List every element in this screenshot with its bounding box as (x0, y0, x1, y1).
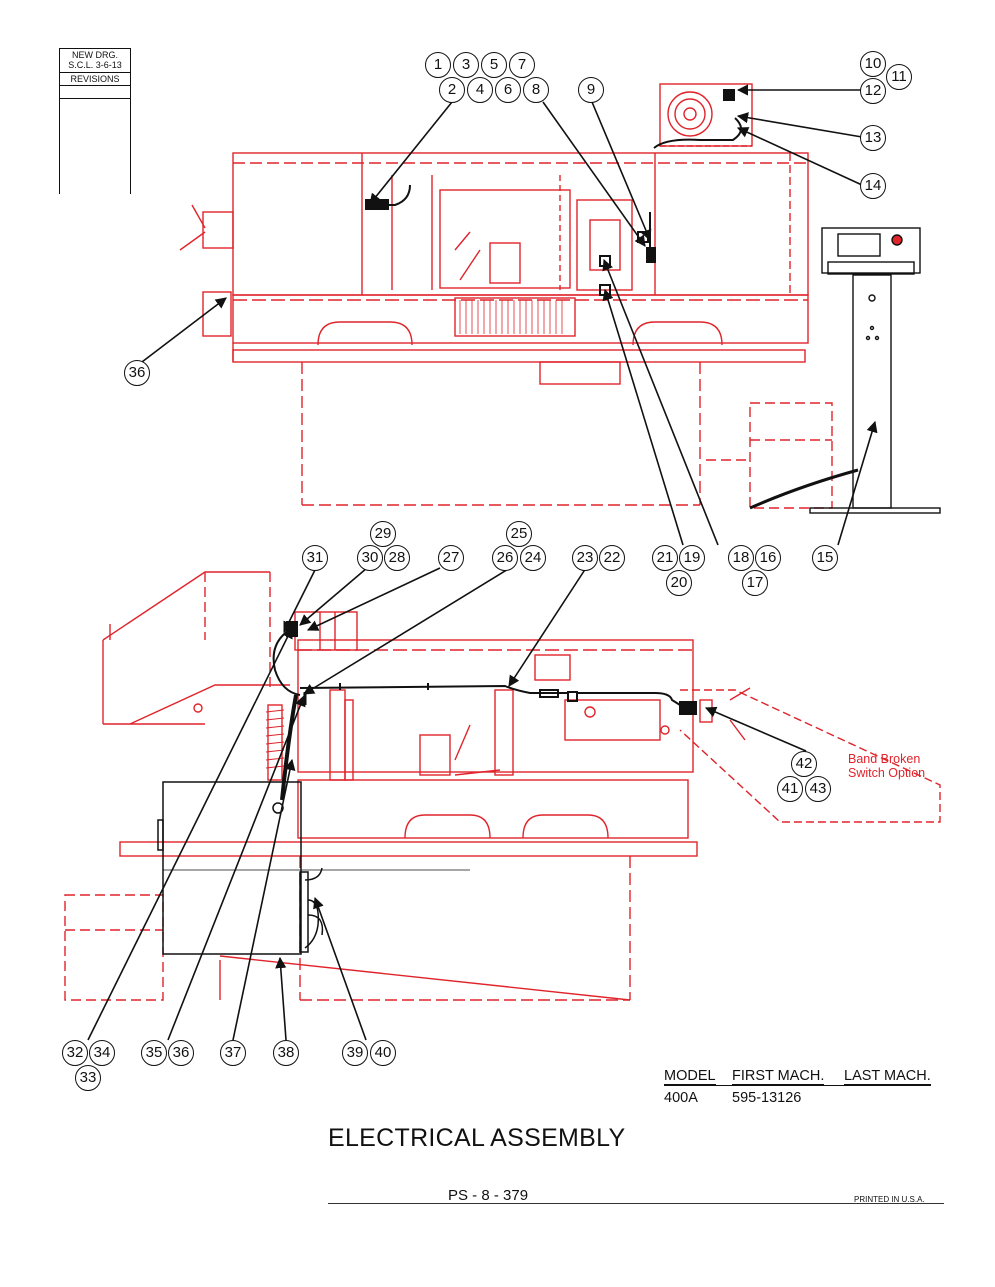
callout-31: 31 (302, 545, 328, 571)
callout-42: 42 (791, 751, 817, 777)
callout-32: 32 (62, 1040, 88, 1066)
model-table-row: 400A 595-13126 (664, 1087, 931, 1109)
band-broken-switch-note: Band Broken Switch Option (848, 752, 925, 780)
callout-26: 26 (492, 545, 518, 571)
callout-35: 35 (141, 1040, 167, 1066)
callout-29: 29 (370, 521, 396, 547)
drawing-number: PS - 8 - 379 (448, 1187, 529, 1204)
callout-14: 14 (860, 173, 886, 199)
header-first-mach: FIRST MACH. (732, 1068, 825, 1085)
callout-19: 19 (679, 545, 705, 571)
callout-7: 7 (509, 52, 535, 78)
callout-1: 1 (425, 52, 451, 78)
callout-27: 27 (438, 545, 464, 571)
callout-37: 37 (220, 1040, 246, 1066)
callout-15: 15 (812, 545, 838, 571)
cell-model: 400A (664, 1090, 698, 1106)
option-note-line1: Band Broken (848, 752, 921, 766)
callout-12: 12 (860, 78, 886, 104)
revision-drawing-note: NEW DRG. (72, 50, 118, 60)
callout-17: 17 (742, 570, 768, 596)
option-note-line2: Switch Option (848, 766, 926, 780)
footer-rule (328, 1203, 944, 1204)
callout-20: 20 (666, 570, 692, 596)
electrical-box (157, 781, 470, 955)
model-table: MODEL FIRST MACH. LAST MACH. 400A 595-13126 (664, 1065, 931, 1109)
control-pedestal (749, 227, 941, 514)
callout-23: 23 (572, 545, 598, 571)
callout-9: 9 (578, 77, 604, 103)
top-wiring (365, 89, 742, 296)
callout-36-top: 36 (124, 360, 150, 386)
callout-28: 28 (384, 545, 410, 571)
callout-8: 8 (523, 77, 549, 103)
callout-25: 25 (506, 521, 532, 547)
header-last-mach: LAST MACH. (844, 1068, 931, 1085)
leader-lines (87, 84, 878, 1041)
callout-3: 3 (453, 52, 479, 78)
callout-18: 18 (728, 545, 754, 571)
callout-13: 13 (860, 125, 886, 151)
revisions-block: NEW DRG. S.C.L. 3-6-13 REVISIONS (59, 48, 131, 194)
callout-30: 30 (357, 545, 383, 571)
callout-41: 41 (777, 776, 803, 802)
callout-39: 39 (342, 1040, 368, 1066)
callout-6: 6 (495, 77, 521, 103)
top-machine-outline (179, 83, 833, 509)
callout-10: 10 (860, 51, 886, 77)
callout-24: 24 (520, 545, 546, 571)
bottom-wiring (272, 621, 697, 801)
cell-first-mach: 595-13126 (732, 1090, 802, 1106)
callout-4: 4 (467, 77, 493, 103)
callout-40: 40 (370, 1040, 396, 1066)
callout-11: 11 (886, 64, 912, 90)
callout-22: 22 (599, 545, 625, 571)
drawing-title: ELECTRICAL ASSEMBLY (328, 1124, 626, 1152)
callout-5: 5 (481, 52, 507, 78)
callout-33: 33 (75, 1065, 101, 1091)
printed-note: PRINTED IN U.S.A. (854, 1195, 925, 1204)
header-model: MODEL (664, 1068, 716, 1085)
callout-34: 34 (89, 1040, 115, 1066)
callout-21: 21 (652, 545, 678, 571)
callout-2: 2 (439, 77, 465, 103)
callout-36-bottom: 36 (168, 1040, 194, 1066)
callout-43: 43 (805, 776, 831, 802)
callout-16: 16 (755, 545, 781, 571)
revisions-label: REVISIONS (60, 73, 130, 86)
revision-row (60, 86, 130, 99)
model-table-header: MODEL FIRST MACH. LAST MACH. (664, 1065, 931, 1087)
revision-date-note: S.C.L. 3-6-13 (68, 60, 122, 70)
callout-38: 38 (273, 1040, 299, 1066)
